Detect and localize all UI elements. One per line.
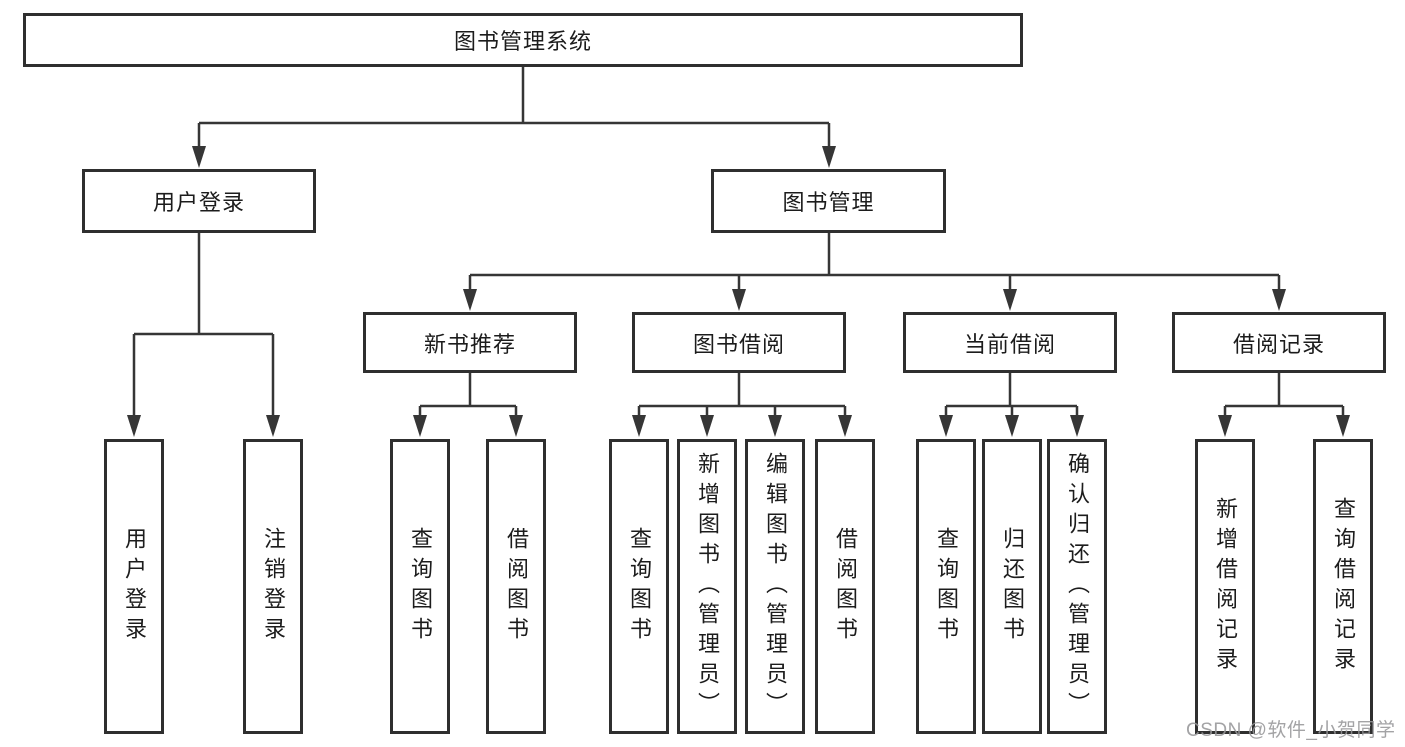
node-label: 新书推荐 xyxy=(423,331,516,357)
node-label: 当前借阅 xyxy=(963,331,1056,357)
node-user-login: 用户登录 xyxy=(82,169,316,233)
leaf-current-confirm-return-admin: 确认归还（管理员） xyxy=(1047,439,1107,734)
leaf-records-query-borrow-record: 查询借阅记录 xyxy=(1313,439,1373,734)
leaf-label: 查询图书 xyxy=(627,526,652,647)
leaf-label: 新增借阅记录 xyxy=(1213,496,1238,677)
node-label: 用户登录 xyxy=(152,190,245,215)
node-label: 图书借阅 xyxy=(692,331,785,357)
leaf-label: 查询借阅记录 xyxy=(1331,496,1356,677)
leaf-label: 查询图书 xyxy=(408,526,433,647)
node-borrowing-records: 借阅记录 xyxy=(1172,312,1386,373)
leaf-label: 借阅图书 xyxy=(504,526,529,647)
leaf-login-logout: 注销登录 xyxy=(243,439,303,734)
leaf-borrowing-add-books-admin: 新增图书（管理员） xyxy=(677,439,737,734)
leaf-borrowing-borrow-books: 借阅图书 xyxy=(815,439,875,734)
watermark: CSDN @软件_小贺同学 xyxy=(1186,720,1396,741)
leaf-borrowing-query-books: 查询图书 xyxy=(609,439,669,734)
leaf-label: 新增图书（管理员） xyxy=(695,451,720,722)
leaf-newrec-borrow-books: 借阅图书 xyxy=(486,439,546,734)
leaf-newrec-query-books: 查询图书 xyxy=(390,439,450,734)
arrowhead-icons xyxy=(127,146,1350,437)
leaf-login-user-login: 用户登录 xyxy=(104,439,164,734)
leaf-records-add-borrow-record: 新增借阅记录 xyxy=(1195,439,1255,734)
leaf-current-return-books: 归还图书 xyxy=(982,439,1042,734)
leaf-label: 用户登录 xyxy=(122,526,147,647)
leaf-current-query-books: 查询图书 xyxy=(916,439,976,734)
node-book-management: 图书管理 xyxy=(711,169,946,233)
leaf-label: 注销登录 xyxy=(261,526,286,647)
leaf-label: 借阅图书 xyxy=(833,526,858,647)
node-label: 图书管理 xyxy=(782,190,875,215)
node-label: 图书管理系统 xyxy=(453,29,592,54)
node-book-borrowing: 图书借阅 xyxy=(632,312,846,373)
leaf-label: 确认归还（管理员） xyxy=(1065,451,1090,722)
node-current-borrowing: 当前借阅 xyxy=(903,312,1117,373)
node-new-book-recommendation: 新书推荐 xyxy=(363,312,577,373)
connector-paths xyxy=(132,66,1345,419)
node-label: 借阅记录 xyxy=(1232,331,1325,357)
leaf-label: 查询图书 xyxy=(934,526,959,647)
leaf-label: 归还图书 xyxy=(1000,526,1025,647)
leaf-label: 编辑图书（管理员） xyxy=(763,451,788,722)
leaf-borrowing-edit-books-admin: 编辑图书（管理员） xyxy=(745,439,805,734)
node-library-system-root: 图书管理系统 xyxy=(23,13,1023,67)
